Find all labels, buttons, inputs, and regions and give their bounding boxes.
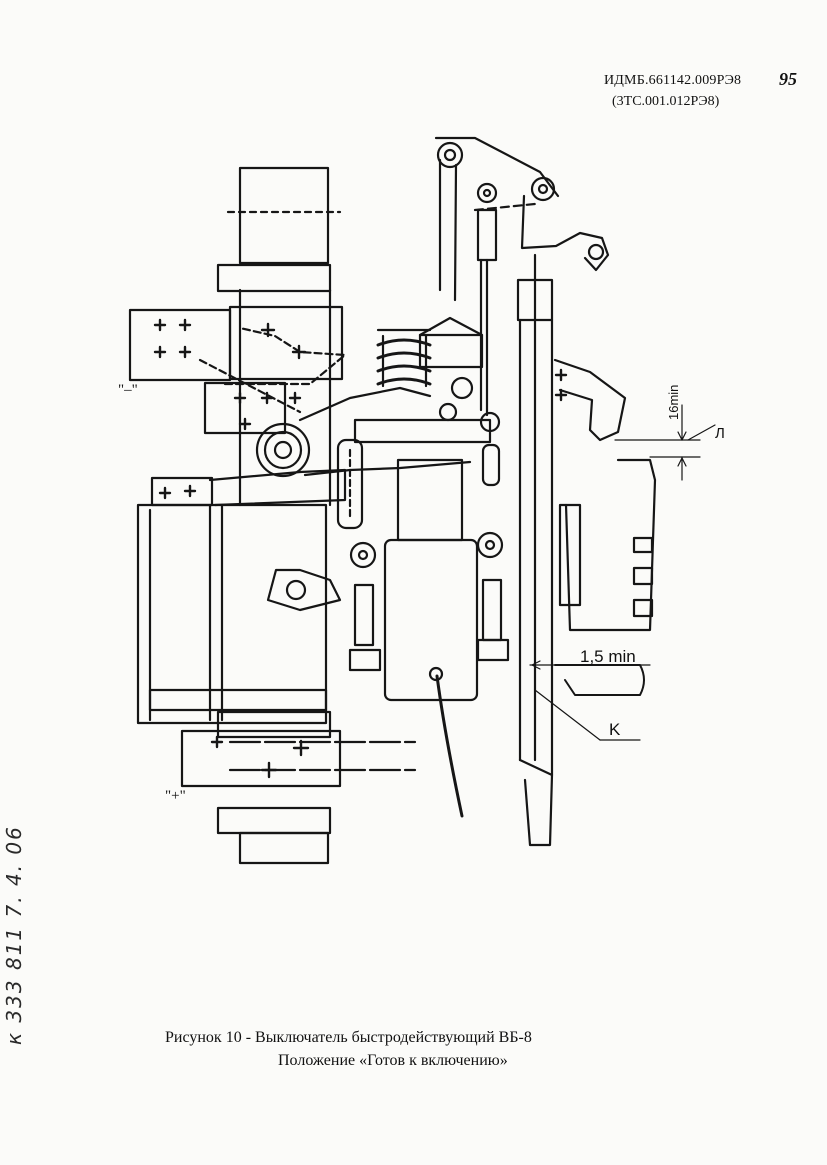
minus-terminal-label: "–" [118, 382, 138, 398]
figure-caption-line1: Рисунок 10 - Выключатель быстродействующ… [165, 1029, 532, 1046]
latch-pivot [255, 422, 311, 478]
plus-markers [153, 318, 568, 779]
label-l: Л [715, 425, 725, 442]
bolt [632, 536, 654, 554]
spring-rod [476, 208, 498, 262]
top-pivot [436, 141, 464, 169]
coil-block [396, 458, 464, 542]
dimension-16min: 16min [666, 385, 681, 420]
plus-terminal-label: "+" [165, 788, 186, 804]
alt-document-code: (3ТС.001.012РЭ8) [612, 94, 720, 109]
dimension-15min: 1,5 min [580, 647, 636, 666]
figure-caption-line2: Положение «Готов к включению» [278, 1052, 508, 1069]
technical-drawing: "–" "+" 16min 1,5 min K Л [118, 136, 725, 865]
document-code: ИДМБ.661142.009РЭ8 [604, 73, 742, 88]
handwritten-margin-note: к 333 811 7. 4. 06 [2, 825, 26, 1045]
page-number: 95 [779, 69, 797, 89]
label-k: K [609, 720, 621, 739]
